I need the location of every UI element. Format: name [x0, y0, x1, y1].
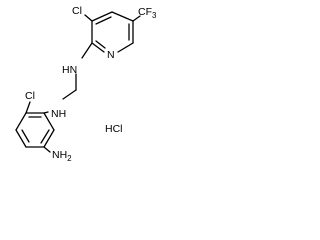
nh-to-benzene-bond — [43, 111, 49, 114]
chlorine-label-bottom: Cl — [25, 90, 35, 102]
amino-label: NH2 — [52, 149, 72, 162]
amine-label-upper: HN — [62, 64, 77, 76]
benzene-ring — [15, 112, 55, 148]
cl-bond-top — [84, 14, 93, 22]
cl-bond-bottom — [25, 101, 31, 114]
hcl-salt-label: HCl — [105, 123, 123, 135]
ethylene-bond-2 — [62, 89, 77, 100]
chlorine-label-top: Cl — [72, 5, 82, 17]
nh2-bond — [43, 146, 51, 153]
pyridine-nitrogen-label: N — [107, 49, 115, 61]
chemical-structure-diagram: Cl CF3 N HN NH Cl NH2 HCl — [15, 5, 157, 162]
amine-label-lower: NH — [51, 108, 66, 120]
trifluoromethyl-label: CF3 — [138, 6, 157, 20]
pyridine-to-nh-bond — [81, 42, 93, 59]
pyridine-ring — [91, 11, 134, 53]
cf3-bond — [132, 15, 141, 22]
